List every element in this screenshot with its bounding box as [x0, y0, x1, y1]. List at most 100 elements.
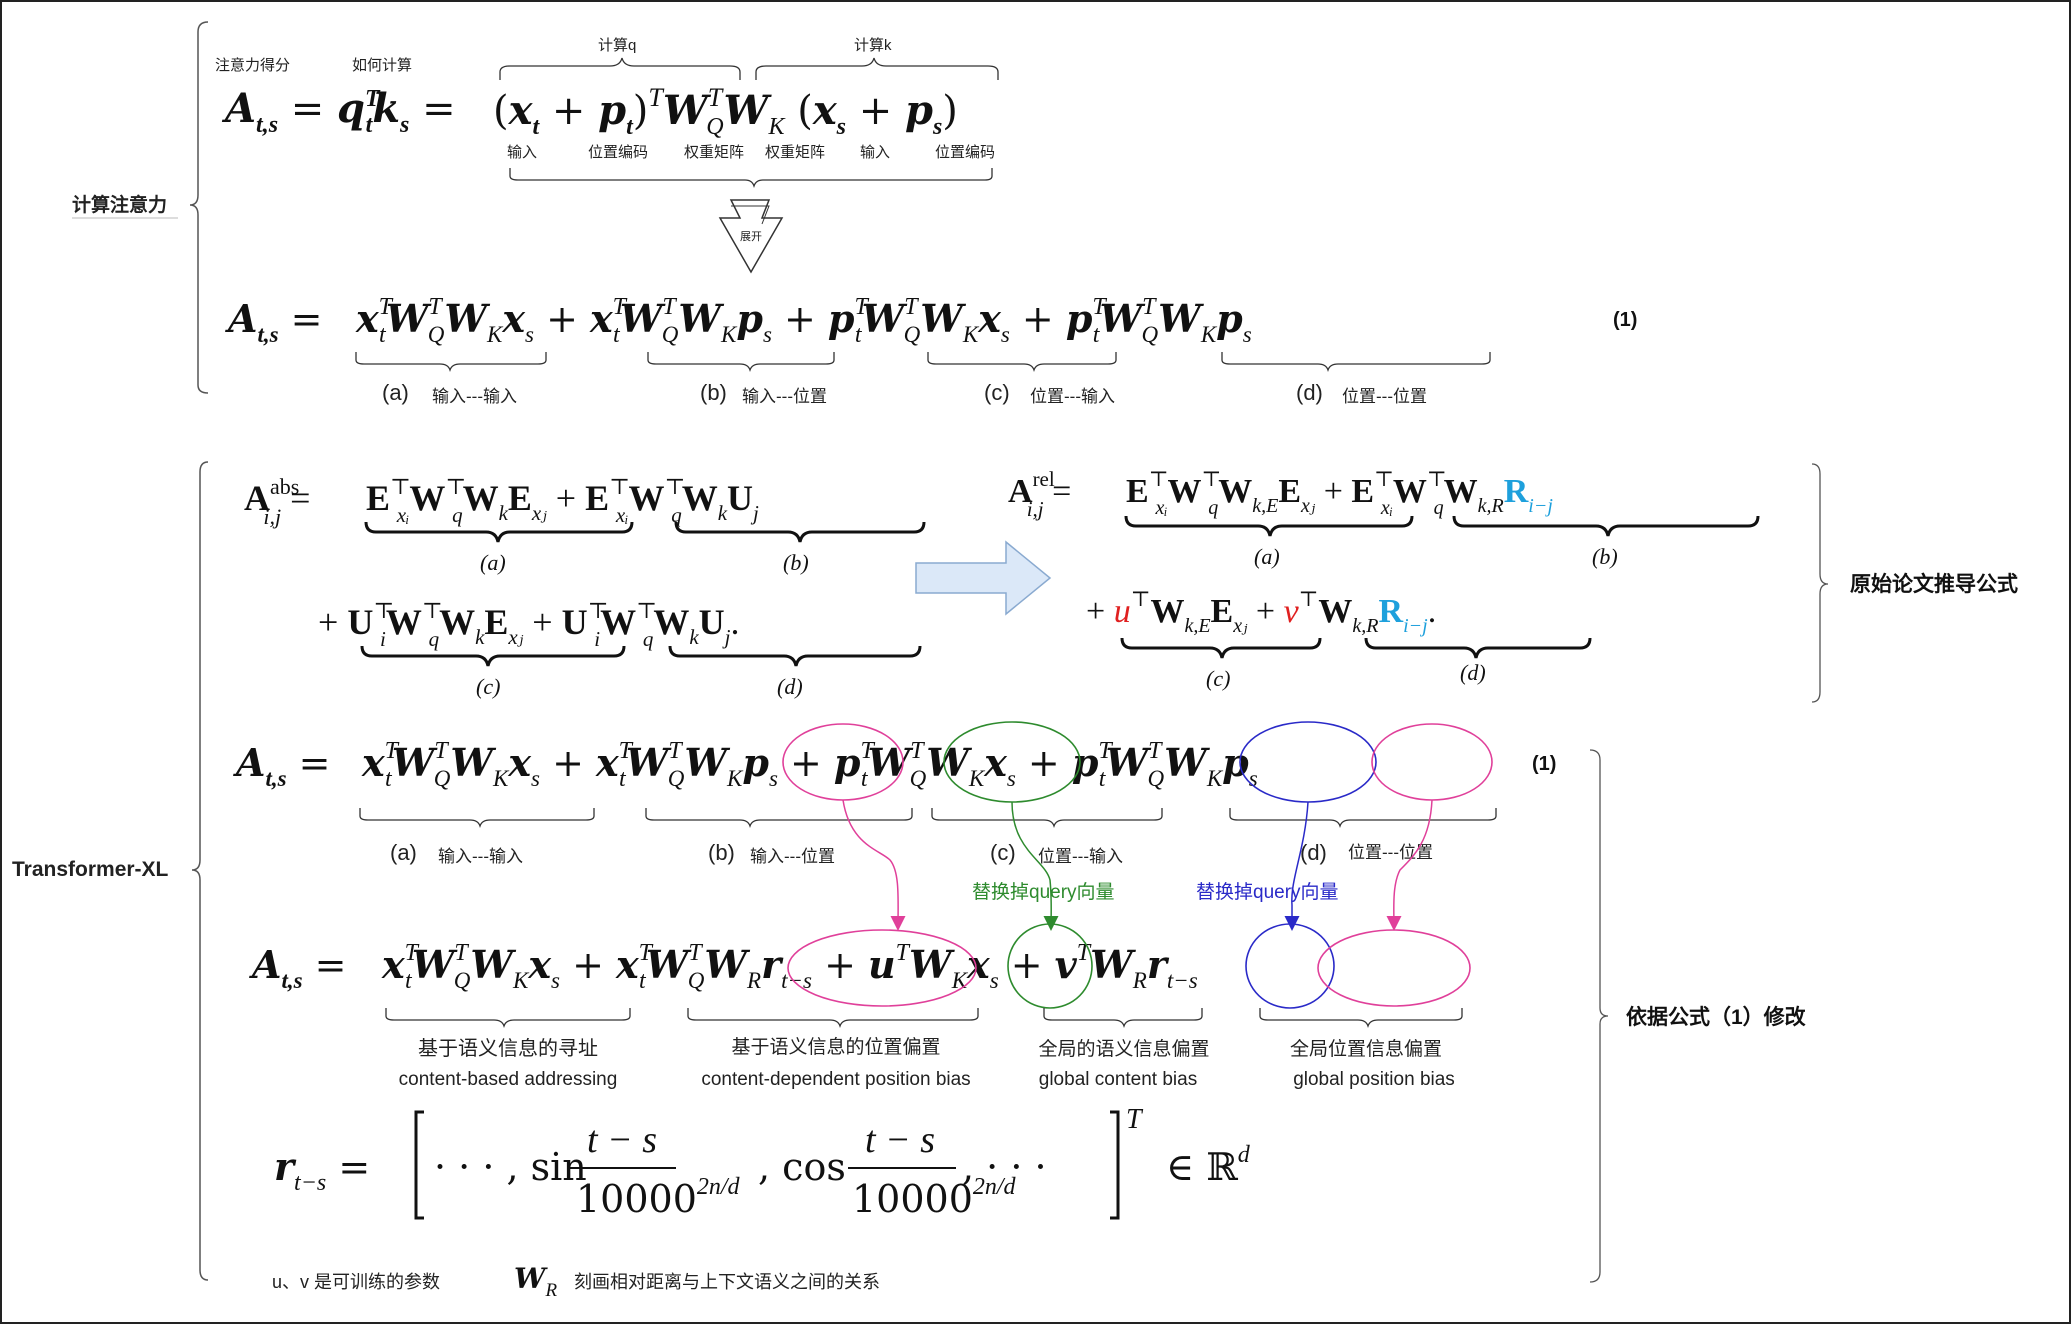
rel-term-tags: (a) (b) (c) (d): [1206, 544, 1618, 691]
svg-text:E⊤xᵢW⊤qWkExⱼ + E⊤xᵢW⊤qWkUj: E⊤xᵢW⊤qWkExⱼ + E⊤xᵢW⊤qWkUj: [366, 474, 759, 527]
term-c-text: 位置---输入: [1030, 387, 1115, 406]
term2-c-tag: (c): [990, 840, 1016, 865]
caption-a-zh: 基于语义信息的寻址: [418, 1037, 598, 1060]
sub-label-input-2: 输入: [860, 144, 890, 161]
term-braces-section2: [359, 808, 1497, 829]
term2-a-text: 输入---输入: [438, 847, 523, 866]
term-labels-section2: (a) 输入---输入 (b) 输入---位置 (c) 位置---输入 (d) …: [390, 840, 1433, 866]
term-a-text: 输入---输入: [432, 387, 517, 406]
term-d-tag: (d): [1296, 380, 1323, 405]
caption-d-zh: 全局位置信息偏置: [1290, 1038, 1442, 1060]
caption-a-en: content-based addressing: [399, 1069, 618, 1090]
rel-tag-c: (c): [1206, 666, 1230, 691]
svg-text:t − s: t − s: [865, 1119, 935, 1161]
replace-query-green-label: 替换掉query向量: [972, 881, 1115, 903]
sub-label-posenc-1: 位置编码: [588, 144, 648, 161]
paper-formula-brace: [1811, 463, 1829, 703]
term2-d-tag: (d): [1300, 840, 1327, 865]
term2-b-text: 输入---位置: [750, 847, 835, 866]
arrow-pink-b: [842, 799, 906, 931]
sub-label-input-1: 输入: [507, 144, 537, 161]
section1-brace: [189, 21, 209, 394]
caption-b-en: content-dependent position bias: [701, 1069, 970, 1090]
highlight-u: [1007, 923, 1093, 1009]
caption-braces: [385, 1008, 1463, 1029]
term-labels-section1: (a) 输入---输入 (b) 输入---位置 (c) 位置---输入 (d) …: [382, 380, 1427, 406]
modify-label: 依据公式（1）修改: [1626, 1005, 1807, 1029]
svg-text:, cos: , cos: [758, 1145, 846, 1189]
label-attention-score: 注意力得分: [215, 56, 290, 74]
svg-text:At,s =: At,s =: [225, 296, 323, 347]
section2-brace: [191, 461, 209, 1281]
equation-relative-position-encoding: rt−s = · · · , sin t − s 100002n/d , cos…: [274, 1104, 1251, 1221]
modify-brace: [1589, 749, 1609, 1283]
abs-tag-d: (d): [777, 674, 803, 699]
expand-label: 展开: [740, 230, 762, 243]
arrow-green-c: [1011, 801, 1059, 931]
transform-arrow-icon: [915, 540, 1052, 616]
label-how-compute: 如何计算: [352, 56, 412, 74]
section2-eq-number: (1): [1532, 753, 1556, 775]
rel-tag-b: (b): [1592, 544, 1618, 569]
arrow-blue-d: [1284, 801, 1309, 931]
svg-text:At,s =: At,s =: [249, 942, 347, 993]
rel-underbraces: [1120, 515, 1760, 659]
svg-text:t − s: t − s: [587, 1119, 657, 1161]
abs-underbraces: [360, 521, 926, 667]
highlight-v: [1245, 923, 1335, 1009]
svg-text:+ U⊤iW⊤qWkExⱼ + U⊤iW⊤qWkUj.: + U⊤iW⊤qWkExⱼ + U⊤iW⊤qWkUj.: [318, 598, 740, 651]
caption-c-en: global content bias: [1039, 1069, 1197, 1090]
caption-d-en: global position bias: [1293, 1069, 1455, 1090]
term2-b-tag: (b): [708, 840, 735, 865]
label-calc-k: 计算k: [854, 36, 892, 54]
term-b-tag: (b): [700, 380, 727, 405]
term-c-tag: (c): [984, 380, 1010, 405]
svg-text:At,s =: At,s =: [233, 740, 331, 791]
abs-term-tags: (a) (b) (c) (d): [476, 550, 809, 699]
abs-tag-c: (c): [476, 674, 500, 699]
svg-text:T: T: [1126, 1104, 1144, 1135]
svg-text:WR: WR: [514, 1262, 557, 1301]
brace-sub-labels: [509, 168, 993, 189]
arrow-pink-d: [1386, 799, 1433, 931]
modification-captions: 基于语义信息的寻址 content-based addressing 基于语义信…: [399, 1036, 1455, 1090]
svg-text:100002n/d: 100002n/d: [576, 1174, 741, 1221]
svg-text:+ u⊤Wk,EExⱼ + v⊤Wk,RRi−j.: + u⊤Wk,EExⱼ + v⊤Wk,RRi−j.: [1086, 587, 1436, 637]
sub-label-posenc-2: 位置编码: [935, 144, 995, 161]
expand-arrow-icon: [718, 199, 784, 274]
caption-b-zh: 基于语义信息的位置偏置: [731, 1036, 940, 1058]
sub-label-weight-2: 权重矩阵: [765, 144, 825, 161]
footnote: u、v 是可训练的参数 WR 刻画相对距离与上下文语义之间的关系: [272, 1262, 880, 1301]
highlight-wk-ps-d: [1371, 723, 1493, 801]
label-calc-q: 计算q: [598, 36, 636, 54]
term-b-text: 输入---位置: [742, 387, 827, 406]
abs-tag-b: (b): [783, 550, 809, 575]
paper-formula-label: 原始论文推导公式: [1850, 572, 2018, 596]
rel-tag-a: (a): [1254, 544, 1280, 569]
section1-eq-number: (1): [1613, 309, 1637, 331]
svg-text:rt−s =: rt−s =: [274, 1144, 370, 1196]
rel-tag-d: (d): [1460, 660, 1486, 685]
svg-text:· · · , sin: · · · , sin: [434, 1145, 587, 1189]
highlight-wr-rts-b: [787, 929, 977, 1007]
brace-calc-k: [755, 57, 999, 80]
sub-label-weight-1: 权重矩阵: [684, 144, 744, 161]
svg-text:∈ ℝd: ∈ ℝd: [1166, 1142, 1251, 1189]
svg-text:, · · ·: , · · ·: [962, 1145, 1047, 1189]
sub-labels-row: 输入 位置编码 权重矩阵 权重矩阵 输入 位置编码: [507, 144, 995, 161]
term2-c-text: 位置---输入: [1038, 847, 1123, 866]
footnote-wr: 刻画相对距离与上下文语义之间的关系: [574, 1272, 880, 1292]
